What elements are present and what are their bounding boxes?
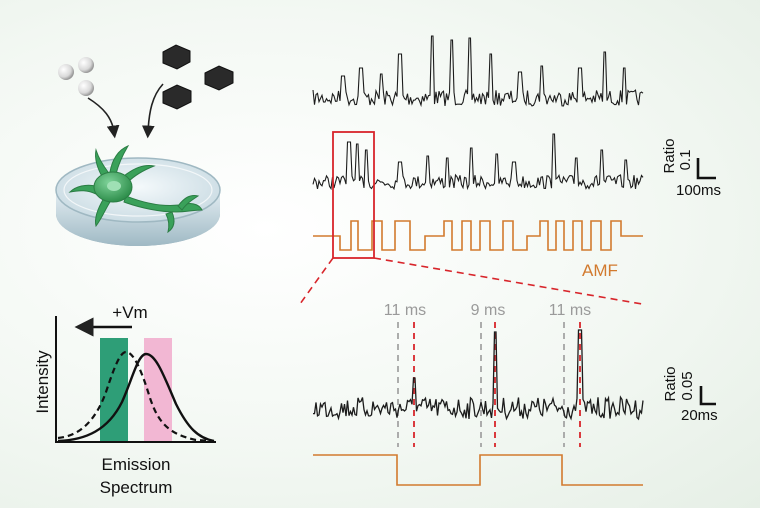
arrow-icon [87, 83, 164, 139]
zoom-scale-y-value: 0.05 [679, 371, 696, 400]
delay-label-3: 11 ms [549, 302, 591, 319]
solid-spectrum-curve [57, 352, 215, 443]
neuron-icon [68, 144, 203, 234]
zoom-scale-y-title: Ratio [662, 366, 679, 401]
delay-label-1: 11 ms [384, 302, 426, 319]
zoom-connectors [299, 257, 643, 305]
spectrum-panel: +Vm Intensity Emission Spectrum [33, 303, 216, 497]
zoom-scale-bar: Ratio 0.05 20ms [662, 366, 718, 424]
zoomed-traces-panel: 11 ms 9 ms 11 ms Ratio 0.05 20ms [313, 302, 718, 486]
spectrum-x-label-1: Emission [102, 455, 171, 474]
zoomed-amf-signal [313, 454, 643, 486]
vm-shift-label: +Vm [112, 303, 147, 322]
intensity-axis-label: Intensity [33, 350, 52, 414]
delay-markers [397, 322, 581, 447]
zoom-highlight-box [332, 131, 375, 259]
top-scale-x-value: 100ms [676, 182, 721, 199]
zoomed-voltage-trace [313, 329, 644, 421]
delay-label-2: 9 ms [471, 302, 506, 319]
amf-signal-trace [313, 220, 643, 251]
top-traces-panel: AMF Ratio 0.1 100ms [312, 35, 721, 280]
white-spheres-icon [58, 57, 94, 96]
spectrum-x-label-2: Spectrum [100, 478, 173, 497]
zoom-scale-x-value: 20ms [681, 407, 718, 424]
black-hexagons-icon [162, 44, 234, 110]
voltage-trace-2 [312, 133, 644, 191]
spectrum-axes [55, 316, 216, 443]
dashed-spectrum-curve [57, 350, 215, 443]
top-scale-y-title: Ratio [661, 138, 678, 173]
top-scale-y-value: 0.1 [677, 150, 694, 171]
top-scale-bar: Ratio 0.1 100ms [661, 138, 721, 199]
amf-label: AMF [582, 261, 618, 280]
voltage-trace-1 [312, 35, 644, 108]
